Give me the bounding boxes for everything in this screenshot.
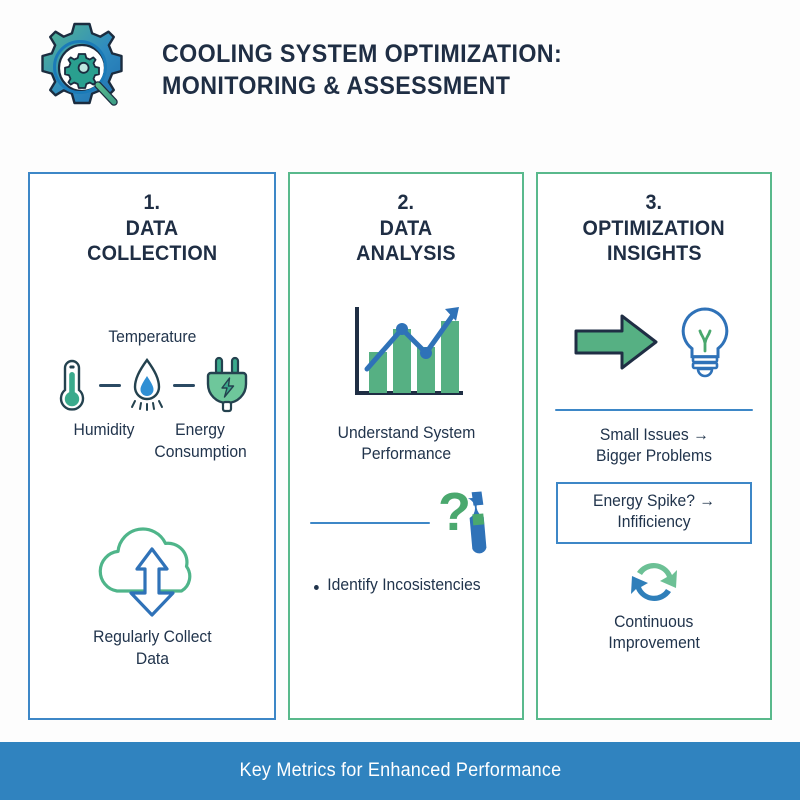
panel-data-collection[interactable]: 1. DATA COLLECTION Temperature bbox=[28, 172, 276, 720]
energy-label-line-1: Energy bbox=[175, 421, 225, 440]
panel-3-title-line-1: OPTIMIZATION bbox=[582, 216, 726, 240]
logo bbox=[22, 18, 142, 122]
page-title-line-1: COOLING SYSTEM OPTIMIZATION: bbox=[162, 39, 563, 68]
cycle-caption-line-2: Improvement bbox=[608, 634, 700, 653]
panel-3-title-line-2: INSIGHTS bbox=[606, 242, 702, 266]
cloud-caption-line-2: Data bbox=[135, 649, 169, 668]
panel-1-title-line-2: COLLECTION bbox=[86, 242, 218, 266]
analysis-bullet-item: Identify Incosistencies bbox=[314, 576, 481, 595]
analysis-bullet-text: Identify Incosistencies bbox=[327, 575, 481, 594]
header: COOLING SYSTEM OPTIMIZATION: MONITORING … bbox=[0, 0, 800, 140]
panel-2-title-line-1: DATA bbox=[379, 216, 433, 240]
power-plug-icon bbox=[206, 357, 248, 413]
thermometer-icon bbox=[59, 360, 85, 411]
header-title-block: COOLING SYSTEM OPTIMIZATION: MONITORING … bbox=[162, 38, 592, 103]
bullet-dot-icon bbox=[314, 584, 319, 590]
chart-bar-3 bbox=[417, 346, 435, 393]
chart-point-2 bbox=[420, 346, 432, 359]
temperature-label: Temperature bbox=[107, 327, 196, 346]
panel-1-title-line-1: DATA bbox=[125, 216, 179, 240]
insight-1-line-1: Small Issues → bbox=[599, 425, 709, 444]
sensor-icon-row bbox=[51, 354, 253, 416]
chart-bar-2 bbox=[393, 328, 411, 393]
chart-point-1 bbox=[396, 322, 408, 335]
cloud-caption-line-1: Regularly Collect bbox=[92, 628, 212, 647]
footer-bar: Key Metrics for Enhanced Performance bbox=[0, 742, 800, 800]
analysis-divider-row: ? bbox=[302, 488, 510, 558]
sensor-connector-2 bbox=[173, 383, 195, 387]
panel-optimization-insights[interactable]: 3. OPTIMIZATION INSIGHTS bbox=[536, 172, 772, 720]
continuous-cycle-icon bbox=[631, 562, 677, 601]
insight-2-line-2: Infificiency bbox=[617, 513, 691, 532]
panel-1-number: 1. bbox=[143, 191, 161, 214]
svg-text:?: ? bbox=[438, 488, 471, 542]
humidity-drop-icon bbox=[131, 358, 163, 412]
cloud-sync-icon bbox=[98, 527, 192, 617]
analysis-caption-line-1: Understand System bbox=[337, 423, 475, 442]
insight-1-line-2: Bigger Problems bbox=[596, 447, 712, 466]
sensor-label-row: Humidity Energy Consumption bbox=[42, 420, 262, 463]
energy-label-line-2: Consumption bbox=[154, 442, 247, 461]
sensor-connector-1 bbox=[99, 383, 121, 387]
panel-data-analysis[interactable]: 2. DATA ANALYSIS Understand System bbox=[288, 172, 524, 720]
page-title-line-2: MONITORING & ASSESSMENT bbox=[162, 72, 511, 100]
gear-magnifier-icon bbox=[41, 22, 123, 106]
chart-bar-4 bbox=[441, 320, 459, 393]
chart-trend-line bbox=[364, 312, 456, 372]
footer-text: Key Metrics for Enhanced Performance bbox=[239, 760, 561, 781]
panel-2-number: 2. bbox=[397, 191, 415, 214]
panel-row: 1. DATA COLLECTION Temperature bbox=[28, 172, 772, 720]
lightbulb-icon bbox=[681, 307, 729, 378]
cycle-caption-line-1: Continuous bbox=[614, 612, 694, 631]
question-wrench-icon: ? bbox=[438, 488, 487, 554]
analysis-caption-line-2: Performance bbox=[361, 445, 451, 464]
insight-2-box[interactable]: Energy Spike? → Infificiency bbox=[556, 481, 752, 544]
analysis-divider bbox=[310, 521, 430, 524]
bar-chart-trend-icon bbox=[355, 306, 463, 395]
humidity-label: Humidity bbox=[73, 421, 135, 440]
chart-trend-arrowhead bbox=[445, 306, 459, 321]
right-arrow-icon bbox=[574, 314, 658, 370]
panel-2-title-line-2: ANALYSIS bbox=[356, 242, 456, 266]
insight-icon-row bbox=[572, 305, 736, 379]
insights-divider bbox=[555, 408, 753, 411]
insight-2-line-1: Energy Spike? → bbox=[593, 491, 715, 510]
panel-3-number: 3. bbox=[645, 191, 663, 214]
